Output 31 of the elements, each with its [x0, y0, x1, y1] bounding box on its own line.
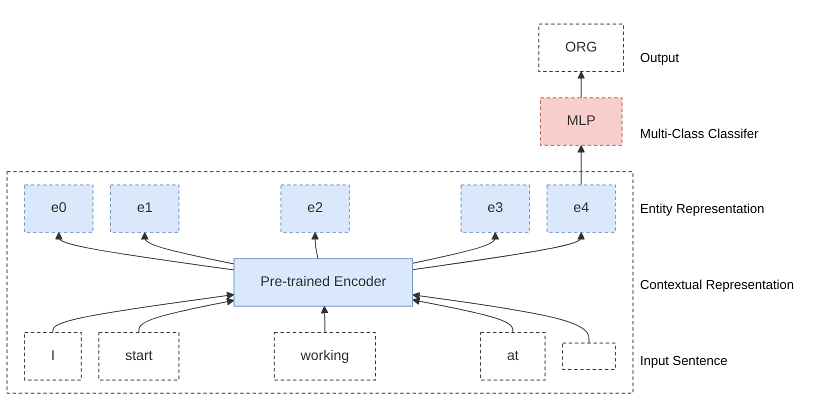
arrow: [52, 292, 234, 334]
arrow: [412, 298, 514, 334]
node-box: I: [24, 332, 82, 381]
arrow: [54, 232, 234, 271]
node-box: Pre-trained Encoder: [234, 258, 414, 307]
cluster: [6, 172, 634, 394]
node-box: working: [274, 332, 376, 381]
node-box: ORG: [538, 24, 624, 72]
node-box: e3: [460, 184, 530, 234]
node-box: [562, 343, 616, 370]
node-box: MLP: [540, 98, 622, 146]
arrow: [577, 72, 586, 99]
arrow: [138, 298, 234, 334]
node-box: e2: [280, 184, 350, 234]
arrow: [412, 292, 590, 344]
node-box: start: [98, 332, 180, 381]
layer-label: Multi-Class Classifer: [640, 126, 760, 141]
node-box: e0: [24, 184, 94, 234]
arrow: [412, 232, 500, 264]
node-box: at: [480, 332, 546, 381]
layer-label: Output: [640, 50, 680, 66]
arrow: [140, 232, 234, 265]
layer-label: Entity Representation: [640, 201, 766, 216]
layer-label: Input Sentence: [640, 352, 728, 368]
node-box: e1: [110, 184, 180, 234]
arrow: [320, 306, 328, 334]
arrow: [577, 145, 586, 186]
arrow: [311, 232, 319, 260]
arrow: [412, 232, 586, 270]
layer-label: Contextual Representation: [640, 277, 795, 292]
node-box: e4: [546, 184, 616, 234]
